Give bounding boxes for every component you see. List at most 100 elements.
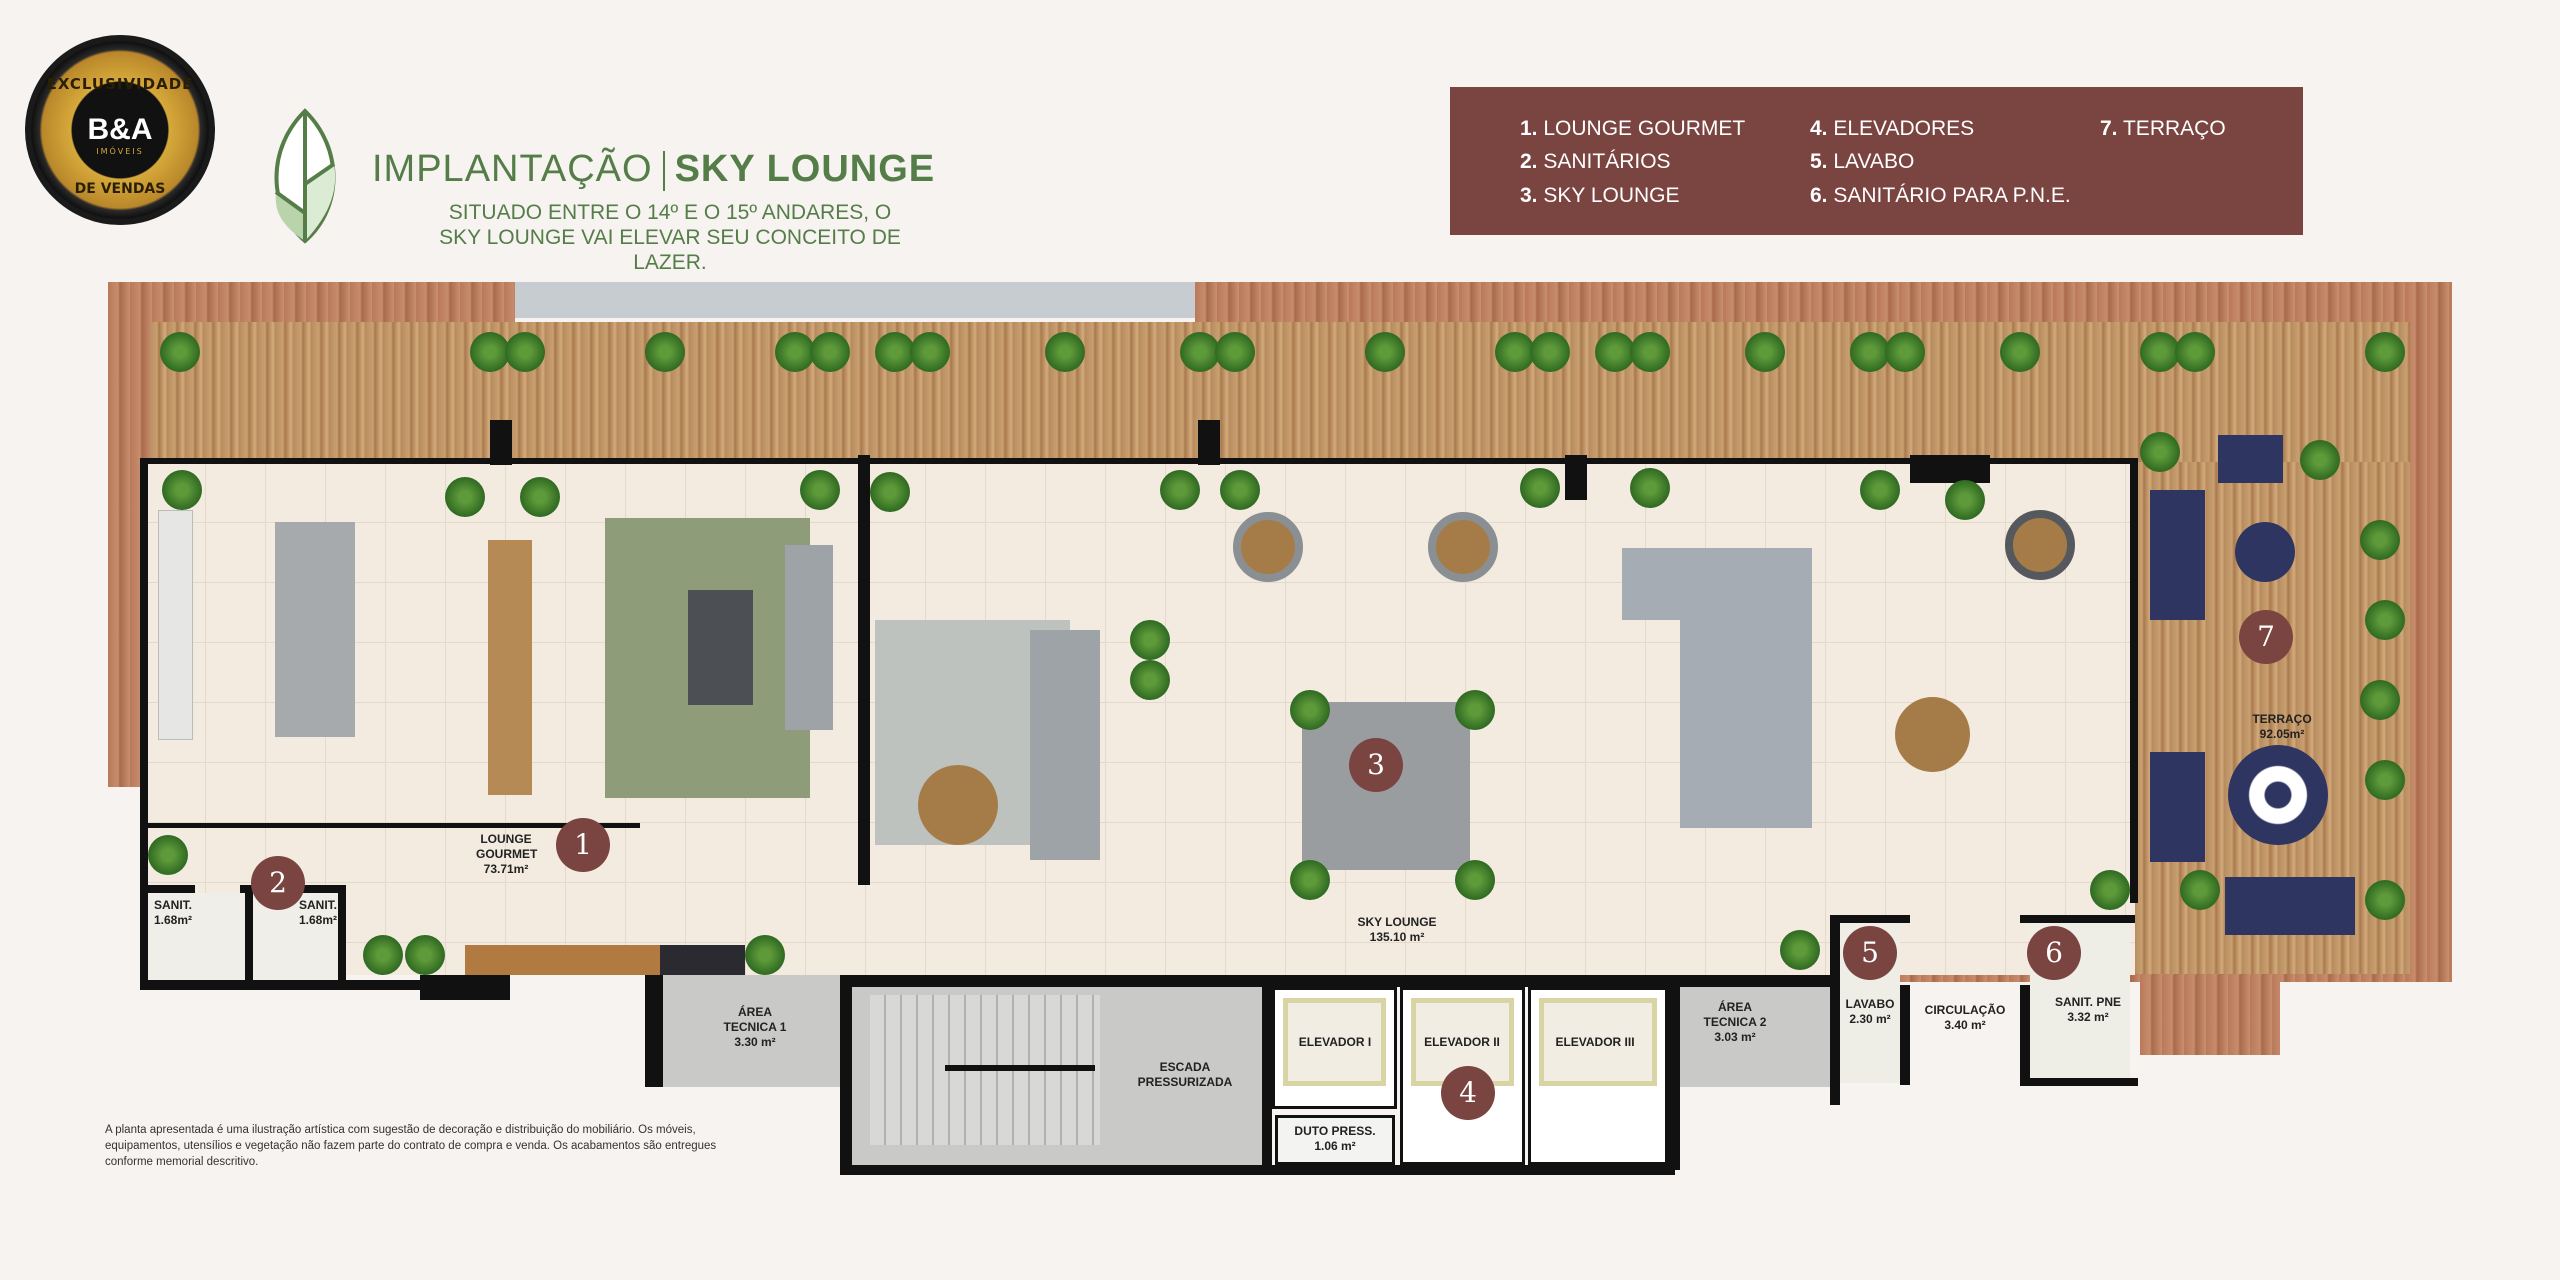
legend-item: 4. ELEVADORES bbox=[1810, 117, 1974, 141]
plant-icon bbox=[1945, 480, 1985, 520]
wall-pne bbox=[2020, 1078, 2138, 1086]
legend-item-number: 4. bbox=[1810, 117, 1828, 140]
plant-icon bbox=[2180, 870, 2220, 910]
wall-right bbox=[2130, 458, 2138, 903]
round-table bbox=[918, 765, 998, 845]
title-bold: SKY LOUNGE bbox=[674, 148, 936, 190]
plant-icon bbox=[1130, 660, 1170, 700]
wall-core-bottom bbox=[840, 1165, 1675, 1175]
wall-core bbox=[840, 975, 852, 1175]
lounge-chairs bbox=[2150, 752, 2205, 862]
label-duto-press: DUTO PRESS.1.06 m² bbox=[1294, 1124, 1376, 1153]
plant-icon bbox=[1290, 690, 1330, 730]
sofa bbox=[785, 545, 833, 730]
pillar bbox=[1910, 455, 1990, 483]
label-sanit-1: SANIT.1.68m² bbox=[153, 898, 193, 927]
round-table bbox=[2005, 510, 2075, 580]
legend-item-number: 1. bbox=[1520, 117, 1538, 140]
legend-item-label: SANITÁRIO PARA P.N.E. bbox=[1833, 184, 2071, 207]
plant-icon bbox=[875, 332, 915, 372]
wall-core bbox=[1668, 975, 1680, 1170]
round-table bbox=[1428, 512, 1498, 582]
dining-table bbox=[488, 540, 532, 795]
legend-item-number: 2. bbox=[1520, 150, 1538, 173]
round-table bbox=[1233, 512, 1303, 582]
marker-7: 7 bbox=[2239, 610, 2293, 664]
plant-icon bbox=[2365, 880, 2405, 920]
legend-item-number: 5. bbox=[1810, 150, 1828, 173]
appliance bbox=[660, 945, 745, 975]
legend-item-label: LOUNGE GOURMET bbox=[1543, 117, 1746, 140]
legend-item-number: 6. bbox=[1810, 184, 1828, 207]
label-elevador-1: ELEVADOR I bbox=[1298, 1035, 1372, 1049]
plant-icon bbox=[520, 477, 560, 517]
legend-item-label: SKY LOUNGE bbox=[1543, 184, 1680, 207]
plant-icon bbox=[445, 477, 485, 517]
sofa-sectional bbox=[1680, 548, 1812, 828]
plant-icon bbox=[2365, 600, 2405, 640]
plant-icon bbox=[1160, 470, 1200, 510]
leaf-icon bbox=[274, 108, 336, 244]
wall-core bbox=[645, 975, 663, 1087]
plant-icon bbox=[1630, 332, 1670, 372]
plant-icon bbox=[2365, 332, 2405, 372]
plant-icon bbox=[405, 935, 445, 975]
legend-item-number: 7. bbox=[2100, 117, 2118, 140]
sideboard bbox=[465, 945, 660, 975]
plant-icon bbox=[2000, 332, 2040, 372]
kitchen-island bbox=[275, 522, 355, 737]
round-table bbox=[2235, 522, 2295, 582]
area-tecnica-1-room bbox=[645, 975, 840, 1087]
sofa bbox=[2225, 877, 2355, 935]
legend-item-number: 3. bbox=[1520, 184, 1538, 207]
plant-icon bbox=[910, 332, 950, 372]
plant-icon bbox=[1045, 332, 1085, 372]
plant-icon bbox=[2175, 332, 2215, 372]
plant-icon bbox=[1630, 468, 1670, 508]
label-elevador-3: ELEVADOR III bbox=[1555, 1035, 1635, 1049]
coffee-table bbox=[688, 590, 753, 705]
plant-icon bbox=[1365, 332, 1405, 372]
plant-icon bbox=[2140, 332, 2180, 372]
badge-top-text: EXCLUSIVIDADE bbox=[46, 75, 194, 93]
wall-pillar bbox=[420, 975, 510, 1000]
marker-2: 2 bbox=[251, 856, 305, 910]
plant-icon bbox=[1180, 332, 1220, 372]
plant-icon bbox=[2365, 760, 2405, 800]
round-rug bbox=[2228, 745, 2328, 845]
sanit-room-1 bbox=[148, 893, 245, 980]
plant-icon bbox=[745, 935, 785, 975]
wall-bottom-left bbox=[140, 980, 465, 990]
label-sanit-2: SANIT.1.68m² bbox=[298, 898, 338, 927]
plant-icon bbox=[1745, 332, 1785, 372]
plant-icon bbox=[1215, 332, 1255, 372]
plant-icon bbox=[1495, 332, 1535, 372]
legend-item-label: LAVABO bbox=[1833, 150, 1915, 173]
duto-press-room bbox=[1275, 1115, 1395, 1165]
wall-pne bbox=[2020, 915, 2135, 923]
plant-icon bbox=[1455, 860, 1495, 900]
legend-item: 1. LOUNGE GOURMET bbox=[1520, 117, 1745, 141]
wall-lavabo bbox=[1900, 985, 1910, 1085]
plant-icon bbox=[810, 332, 850, 372]
label-elevador-2: ELEVADOR II bbox=[1424, 1035, 1500, 1049]
plant-icon bbox=[645, 332, 685, 372]
subtitle-line-1: SITUADO ENTRE O 14º E O 15º ANDARES, O bbox=[448, 201, 892, 224]
wall-pne bbox=[2020, 985, 2030, 1085]
area-tecnica-2-room bbox=[1680, 987, 1830, 1087]
legend-item: 5. LAVABO bbox=[1810, 150, 1914, 174]
marker-5: 5 bbox=[1843, 926, 1897, 980]
marker-6: 6 bbox=[2027, 926, 2081, 980]
legend-item-label: TERRAÇO bbox=[2122, 117, 2226, 140]
legend-item: 6. SANITÁRIO PARA P.N.E. bbox=[1810, 184, 2071, 208]
exclusividade-badge-logo: EXCLUSIVIDADE B&A IMÓVEIS DE VENDAS bbox=[25, 35, 215, 225]
